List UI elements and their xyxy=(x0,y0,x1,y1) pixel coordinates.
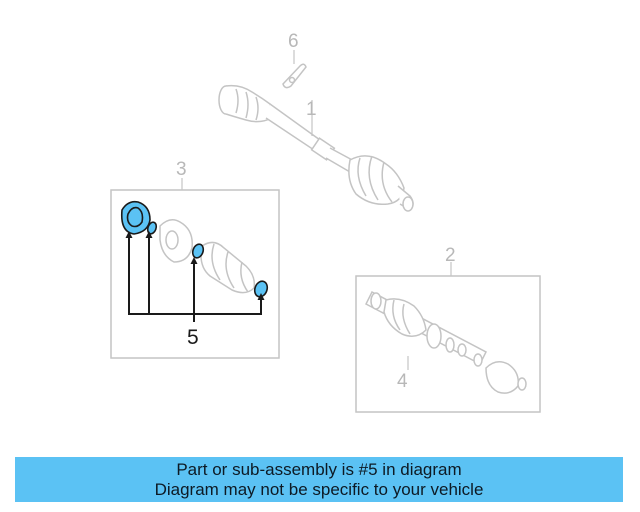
callout-1: 1 xyxy=(306,99,317,120)
part-6-clamp xyxy=(282,50,307,89)
part-2-box xyxy=(355,262,541,413)
callout-5-leaders xyxy=(128,236,262,322)
callout-4: 4 xyxy=(397,371,408,392)
banner-line-1: Part or sub-assembly is #5 in diagram xyxy=(176,460,462,479)
banner-line-2: Diagram may not be specific to your vehi… xyxy=(154,480,484,499)
callout-2: 2 xyxy=(445,245,456,266)
callout-3: 3 xyxy=(176,159,187,180)
callout-6: 6 xyxy=(288,31,299,52)
info-banner: Part or sub-assembly is #5 in diagram Di… xyxy=(15,457,623,502)
part-1-axle-shaft xyxy=(218,84,414,212)
callout-5: 5 xyxy=(187,326,199,349)
part-3-box xyxy=(110,178,280,359)
